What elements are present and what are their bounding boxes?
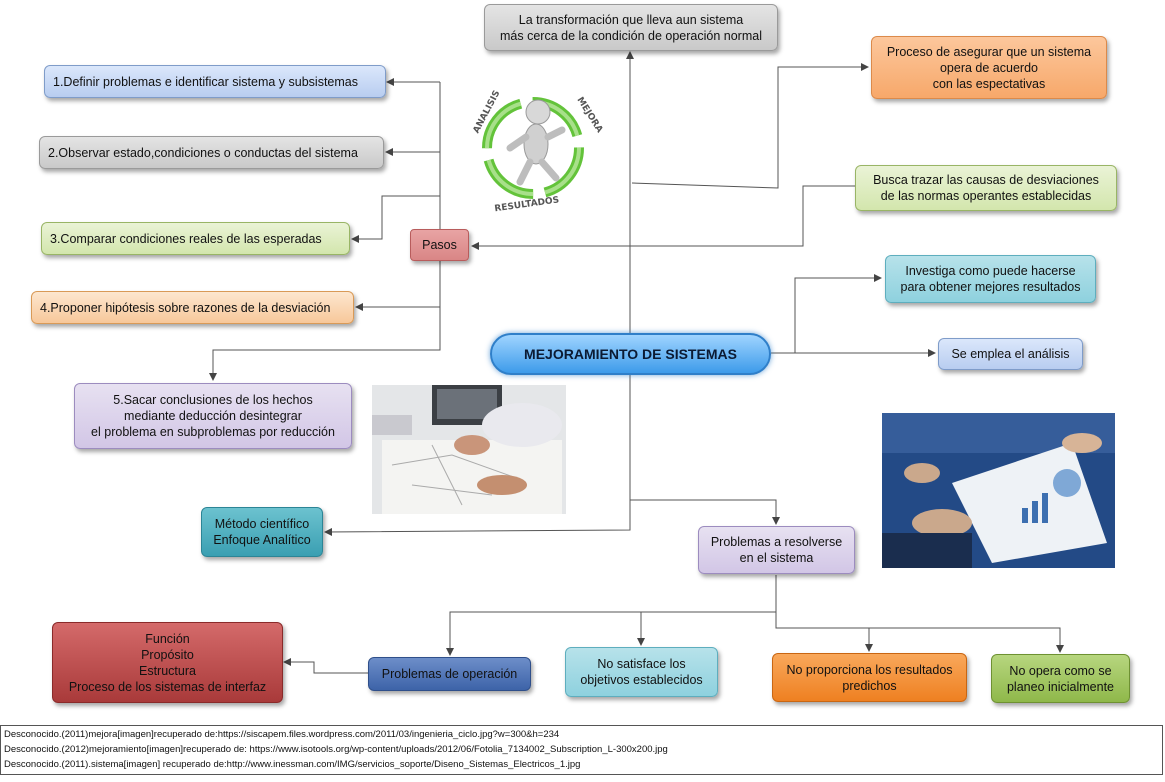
business-charts-photo — [882, 413, 1115, 568]
problemas-node: Problemas a resolverse en el sistema — [698, 526, 855, 574]
step-1: 1.Definir problemas e identificar sistem… — [44, 65, 386, 98]
step-4: 4.Proponer hipótesis sobre razones de la… — [31, 291, 354, 324]
problem-type-no-opera: No opera como se planeo inicialmente — [991, 654, 1130, 703]
funcion-node: Función Propósito Estructura Proceso de … — [52, 622, 283, 703]
problem-type-operacion: Problemas de operación — [368, 657, 531, 691]
top-definition-node: La transformación que lleva aun sistema … — [484, 4, 778, 51]
node-proceso-asegurar: Proceso de asegurar que un sistema opera… — [871, 36, 1107, 99]
node-busca-trazar: Busca trazar las causas de desviaciones … — [855, 165, 1117, 211]
node-investiga: Investiga como puede hacerse para obtene… — [885, 255, 1096, 303]
metodo-cientifico-node: Método científico Enfoque Analítico — [201, 507, 323, 557]
reference-line: Desconocido.(2012)mejoramiento[imagen]re… — [4, 744, 668, 755]
improvement-cycle-image: ANALISIS MEJORA RESULTADOS — [458, 82, 608, 214]
engineering-plans-photo — [372, 385, 566, 514]
references-box: Desconocido.(2011)mejora[imagen]recupera… — [0, 725, 1163, 775]
problem-type-no-satisface: No satisface los objetivos establecidos — [565, 647, 718, 697]
node-se-emplea-analisis: Se emplea el análisis — [938, 338, 1083, 370]
step-5: 5.Sacar conclusiones de los hechos media… — [74, 383, 352, 449]
reference-line: Desconocido.(2011)mejora[imagen]recupera… — [4, 729, 560, 740]
step-2: 2.Observar estado,condiciones o conducta… — [39, 136, 384, 169]
reference-line: Desconocido.(2011).sistema[imagen] recup… — [4, 759, 581, 770]
central-topic: MEJORAMIENTO DE SISTEMAS — [490, 333, 771, 375]
problem-type-no-proporciona: No proporciona los resultados predichos — [772, 653, 967, 702]
pasos-node: Pasos — [410, 229, 469, 261]
step-3: 3.Comparar condiciones reales de las esp… — [41, 222, 350, 255]
